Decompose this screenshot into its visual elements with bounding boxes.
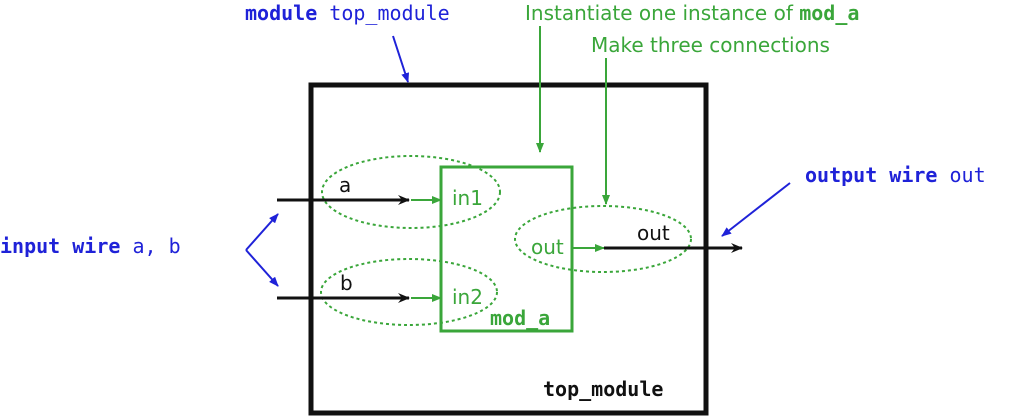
connections-annotation: Make three connections <box>591 33 830 57</box>
output-names: out <box>950 163 986 187</box>
module-keyword: module <box>245 1 317 25</box>
input-keyword: input wire <box>0 234 120 258</box>
instantiate-module: mod_a <box>799 1 859 25</box>
module-annotation: module top_module <box>245 1 450 25</box>
port-in2-label: in2 <box>452 285 483 309</box>
instantiate-prefix: Instantiate one instance of <box>525 1 799 25</box>
top-module-label: top_module <box>543 377 663 401</box>
input-arrow-a <box>245 213 279 251</box>
input-names: a, b <box>132 234 180 258</box>
signal-b-label: b <box>340 271 353 295</box>
input-arrow-b <box>245 249 279 287</box>
connection-ellipse-out <box>514 205 692 273</box>
mod-a-label: mod_a <box>490 306 550 330</box>
instantiate-annotation: Instantiate one instance of mod_a <box>525 1 859 25</box>
output-annotation: output wire out <box>805 163 986 187</box>
output-arrow <box>721 182 791 237</box>
input-annotation: input wire a, b <box>0 234 181 258</box>
port-in1-label: in1 <box>452 186 483 210</box>
output-keyword: output wire <box>805 163 937 187</box>
port-out-label: out <box>531 235 564 259</box>
signal-out-label: out <box>637 221 670 245</box>
module-arrow <box>392 35 410 83</box>
signal-a-label: a <box>339 173 351 197</box>
connection-ellipse-b <box>320 258 498 326</box>
connection-ellipse-a <box>321 155 501 229</box>
module-name: top_module <box>329 1 449 25</box>
